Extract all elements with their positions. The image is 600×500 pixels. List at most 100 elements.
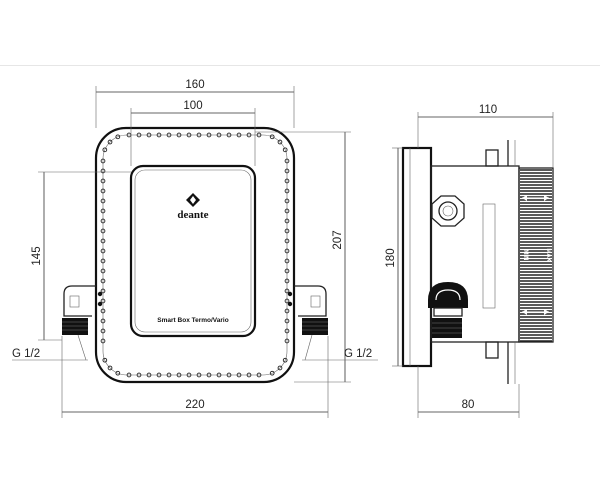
- frame-hole: [102, 147, 108, 153]
- frame-hole: [176, 132, 182, 138]
- left-connector: [62, 285, 103, 335]
- frame-hole: [256, 132, 262, 138]
- dim-110-label: 110: [479, 104, 497, 116]
- side-housing: [518, 167, 554, 343]
- thread-left-label: G 1/2: [12, 348, 40, 360]
- frame-hole: [216, 372, 222, 378]
- frame-hole: [107, 365, 113, 371]
- frame-hole: [206, 132, 212, 138]
- brand-name: deante: [177, 209, 208, 221]
- frame-hole: [284, 298, 290, 304]
- side-view: MIN MAX 110 180: [385, 104, 554, 418]
- cover-plate: [129, 164, 257, 338]
- max-mark: MAX: [545, 248, 551, 261]
- dim-80: 80: [417, 366, 520, 418]
- frame-hole: [136, 372, 142, 378]
- frame-hole: [246, 132, 252, 138]
- frame-hole: [284, 198, 290, 204]
- frame-hole: [196, 372, 202, 378]
- dim-220-label: 220: [185, 399, 204, 411]
- depth-arrows: [522, 195, 549, 315]
- frame-hole: [100, 288, 106, 294]
- housing-ribs: [520, 169, 552, 342]
- frame-hole: [284, 238, 290, 244]
- frame-hole: [277, 365, 283, 371]
- frame-hole: [100, 218, 106, 224]
- frame-outer: [94, 126, 296, 384]
- dim-220: 220: [61, 336, 329, 418]
- frame-holes: [100, 132, 290, 378]
- dim-110: 110: [417, 104, 554, 168]
- frame-hole: [186, 372, 192, 378]
- model-name: Smart Box Termo/Vario: [157, 317, 228, 324]
- frame-hole: [100, 318, 106, 324]
- frame-hole: [100, 248, 106, 254]
- frame-hole: [100, 238, 106, 244]
- side-flange: [401, 146, 433, 368]
- frame-hole: [100, 258, 106, 264]
- frame-hole: [284, 338, 290, 344]
- side-tab-top: [485, 149, 499, 167]
- frame-inner: [102, 134, 288, 376]
- min-mark: MIN: [522, 250, 528, 261]
- brand-logo: [186, 193, 200, 207]
- frame-hole: [196, 132, 202, 138]
- side-lower-fitting: [428, 282, 468, 338]
- side-slot: [482, 203, 496, 309]
- dim-100: 100: [130, 100, 256, 166]
- frame-hole: [107, 139, 113, 145]
- frame-hole: [226, 372, 232, 378]
- dim-145-label: 145: [31, 246, 43, 265]
- frame-hole: [100, 178, 106, 184]
- frame-hole: [284, 328, 290, 334]
- frame-hole: [284, 208, 290, 214]
- front-view: deante Smart Box Termo/Vario: [12, 79, 378, 418]
- right-connector: [287, 285, 328, 335]
- frame-hole: [226, 132, 232, 138]
- header-divider: [0, 65, 600, 66]
- frame-hole: [146, 372, 152, 378]
- frame-hole: [282, 357, 288, 363]
- side-upper-fitting: [431, 195, 465, 227]
- frame-hole: [100, 278, 106, 284]
- frame-hole: [284, 248, 290, 254]
- frame-hole: [246, 372, 252, 378]
- frame-hole: [236, 132, 242, 138]
- dim-207: 207: [255, 131, 351, 383]
- frame-hole: [166, 372, 172, 378]
- dim-80-label: 80: [462, 399, 475, 411]
- frame-hole: [136, 132, 142, 138]
- frame-hole: [100, 168, 106, 174]
- frame-hole: [100, 338, 106, 344]
- thread-right-label: G 1/2: [344, 348, 372, 360]
- frame-hole: [284, 268, 290, 274]
- frame-hole: [166, 132, 172, 138]
- dim-180: 180: [385, 147, 403, 367]
- frame-hole: [284, 228, 290, 234]
- frame-hole: [284, 258, 290, 264]
- frame-hole: [146, 132, 152, 138]
- frame-hole: [284, 308, 290, 314]
- dim-100-label: 100: [183, 100, 202, 112]
- frame-hole: [100, 228, 106, 234]
- frame-hole: [100, 328, 106, 334]
- frame-hole: [284, 288, 290, 294]
- frame-hole: [216, 132, 222, 138]
- frame-hole: [269, 370, 275, 376]
- cover-plate-inner: [134, 169, 252, 333]
- thread-right: G 1/2: [302, 334, 378, 361]
- frame-hole: [100, 198, 106, 204]
- frame-hole: [100, 308, 106, 314]
- dim-207-label: 207: [332, 230, 344, 249]
- frame-hole: [277, 139, 283, 145]
- frame-hole: [100, 188, 106, 194]
- frame-hole: [284, 218, 290, 224]
- side-tab-bottom: [485, 341, 499, 359]
- frame-hole: [284, 168, 290, 174]
- frame-hole: [100, 268, 106, 274]
- frame-hole: [284, 278, 290, 284]
- frame-hole: [156, 372, 162, 378]
- frame-hole: [284, 158, 290, 164]
- frame-hole: [256, 372, 262, 378]
